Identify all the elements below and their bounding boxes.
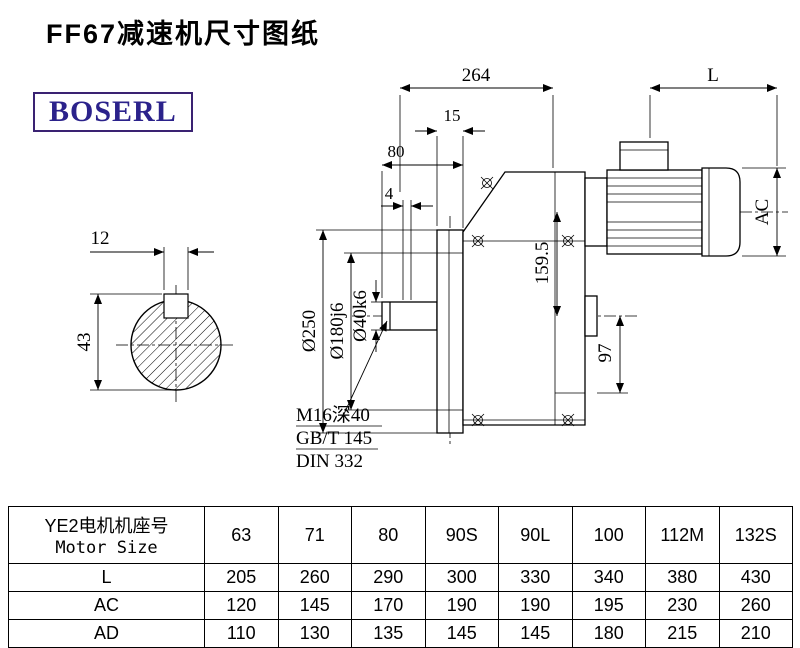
table-row-AC: AC 120 145 170 190 190 195 230 260	[8, 591, 793, 620]
shaft-section-view: 12 43	[74, 228, 236, 405]
fan-cowl	[701, 167, 741, 257]
dim-spigot-dia: Ø180j6	[327, 303, 348, 360]
dim-key-width: 12	[91, 228, 110, 249]
table-cell: 190	[424, 591, 499, 620]
col-header: 100	[571, 506, 646, 564]
dim-total-width: 264	[462, 65, 491, 86]
table-cell: 330	[498, 563, 573, 592]
page-title: FF67减速机尺寸图纸	[46, 19, 321, 49]
bolt-symbols	[471, 176, 575, 427]
table-cell: 290	[351, 563, 426, 592]
table-cell: 145	[277, 591, 352, 620]
motor-size-table: YE2电机机座号 Motor Size 63 71 80 90S 90L 100…	[8, 506, 793, 648]
dim-motor-length: L	[707, 65, 719, 86]
output-shaft	[381, 301, 438, 331]
dim-flange-od: Ø250	[299, 310, 320, 352]
row-label: L	[8, 563, 205, 592]
dim-key-height: 43	[74, 333, 95, 352]
brand-logo: BOSERL	[33, 92, 193, 132]
row-label: AD	[8, 619, 205, 648]
table-cell: 300	[424, 563, 499, 592]
motor-size-label-en: Motor Size	[55, 538, 158, 558]
table-cell: 190	[498, 591, 573, 620]
dim-axis-height: 159.5	[532, 242, 553, 285]
table-cell: 260	[277, 563, 352, 592]
table-header-row: YE2电机机座号 Motor Size 63 71 80 90S 90L 100…	[8, 506, 793, 564]
table-row-L: L 205 260 290 300 330 340 380 430	[8, 563, 793, 592]
col-header: 80	[351, 506, 426, 564]
table-corner-cell: YE2电机机座号 Motor Size	[8, 506, 205, 564]
brand-logo-text: BOSERL	[49, 95, 177, 128]
dim-shaft-length: 80	[388, 142, 405, 161]
motor	[584, 141, 741, 257]
note-din-standard: DIN 332	[296, 451, 363, 472]
table-cell: 340	[571, 563, 646, 592]
dim-gap: 4	[385, 184, 394, 203]
dim-base-height: 97	[595, 344, 616, 363]
col-header: 63	[204, 506, 279, 564]
row-label: AC	[8, 591, 205, 620]
table-cell: 430	[718, 563, 793, 592]
col-header: 112M	[645, 506, 720, 564]
table-cell: 230	[645, 591, 720, 620]
dimension-drawing: 12 43	[74, 65, 788, 472]
gearbox-housing	[462, 171, 586, 426]
table-cell: 145	[498, 619, 573, 648]
table-row-AD: AD 110 130 135 145 145 180 215 210	[8, 619, 793, 648]
mounting-flange	[436, 229, 464, 434]
motor-size-label-cn: YE2电机机座号	[44, 516, 169, 536]
col-header: 90L	[498, 506, 573, 564]
note-tapped-hole: M16深40	[296, 404, 370, 426]
col-header: 71	[277, 506, 352, 564]
dim-motor-diameter: AC	[752, 199, 773, 225]
dim-shaft-dia: Ø40k6	[350, 290, 371, 342]
table-cell: 380	[645, 563, 720, 592]
motor-fins	[607, 177, 702, 247]
table-cell: 145	[424, 619, 499, 648]
gearbox-side-view	[352, 141, 788, 446]
table-cell: 170	[351, 591, 426, 620]
col-header: 132S	[718, 506, 793, 564]
terminal-box	[619, 141, 669, 171]
table-cell: 110	[204, 619, 279, 648]
table-cell: 180	[571, 619, 646, 648]
table-cell: 120	[204, 591, 279, 620]
table-cell: 215	[645, 619, 720, 648]
motor-stator	[606, 169, 703, 255]
note-gb-standard: GB/T 145	[296, 428, 372, 449]
table-cell: 130	[277, 619, 352, 648]
table-cell: 210	[718, 619, 793, 648]
dimensions: 264 L 15 80 4 AC Ø250 Ø180j	[296, 65, 786, 472]
col-header: 90S	[424, 506, 499, 564]
motor-adapter	[584, 177, 608, 247]
table-cell: 205	[204, 563, 279, 592]
table-cell: 135	[351, 619, 426, 648]
table-cell: 195	[571, 591, 646, 620]
table-cell: 260	[718, 591, 793, 620]
dim-flange-thickness: 15	[444, 106, 461, 125]
